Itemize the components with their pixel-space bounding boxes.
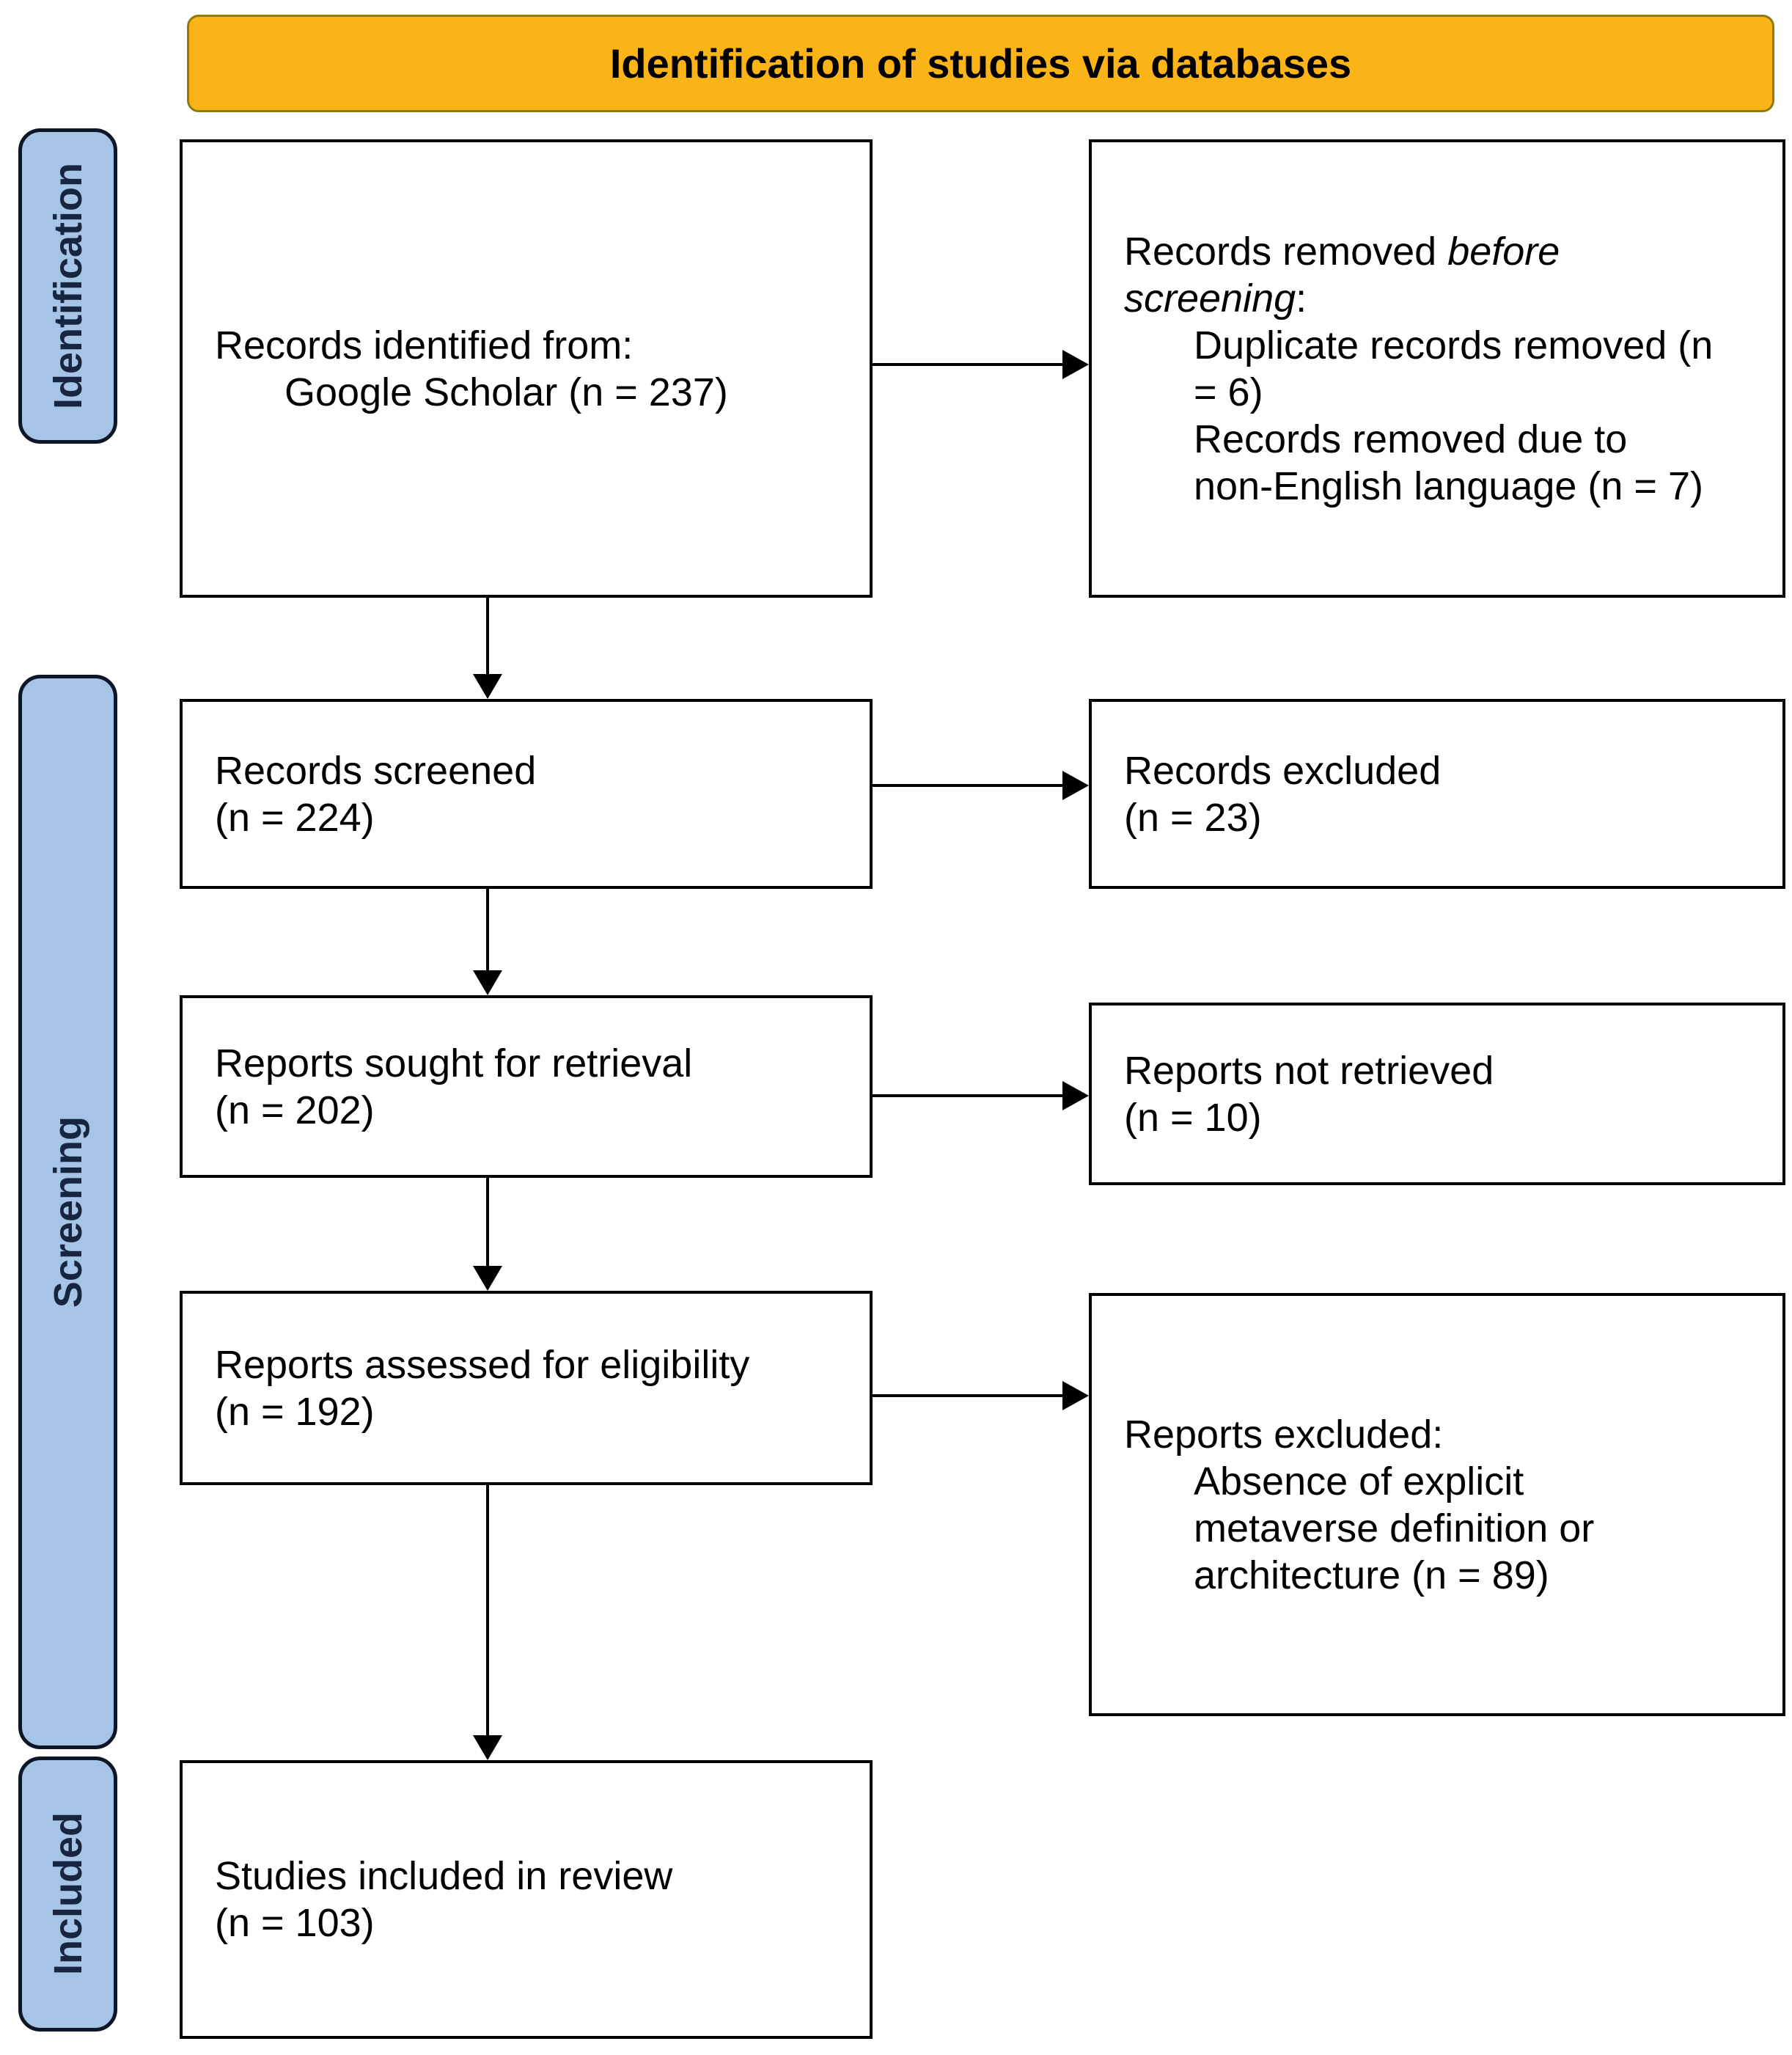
stage-label-screening: Screening: [18, 675, 117, 1749]
node-text-line: Reports not retrieved: [1124, 1048, 1494, 1093]
node-text-line: (n = 224): [215, 795, 375, 840]
arrow-identified-to-removed: [873, 363, 1062, 366]
node-text-line: Records removed before screening:: [1124, 228, 1637, 322]
node-text-part: :: [1296, 276, 1307, 320]
node-text-item: Records removed due to non-English langu…: [1194, 417, 1703, 508]
stage-label-text: Screening: [45, 1116, 90, 1308]
node-text-line: Records excluded: [1124, 748, 1442, 793]
arrowhead-down-icon: [473, 1735, 502, 1760]
arrow-sought-to-assessed: [486, 1178, 489, 1266]
arrowhead-right-icon: [1062, 771, 1089, 800]
stage-label-included: Included: [18, 1757, 117, 2032]
node-text-line: (n = 202): [215, 1088, 375, 1132]
node-records-excluded: Records excluded (n = 23): [1089, 699, 1785, 889]
stage-label-text: Included: [45, 1812, 90, 1976]
node-text-item: Duplicate records removed (n = 6): [1194, 323, 1714, 414]
node-reports-sought-for-retrieval: Reports sought for retrieval (n = 202): [180, 995, 873, 1178]
node-text-line: Reports assessed for eligibility: [215, 1342, 750, 1387]
node-text-line: Records screened: [215, 748, 537, 793]
node-reports-assessed-for-eligibility: Reports assessed for eligibility (n = 19…: [180, 1291, 873, 1485]
arrowhead-down-icon: [473, 674, 502, 699]
arrowhead-right-icon: [1062, 1381, 1089, 1410]
banner-identification-of-studies: Identification of studies via databases: [187, 15, 1774, 112]
arrow-sought-to-not-retrieved: [873, 1094, 1062, 1097]
node-text-item: Absence of explicit metaverse definition…: [1194, 1459, 1595, 1597]
node-text-line: Studies included in review: [215, 1854, 673, 1898]
node-reports-excluded: Reports excluded: Absence of explicit me…: [1089, 1293, 1785, 1716]
arrow-screened-to-excluded: [873, 784, 1062, 787]
arrow-screened-to-sought: [486, 889, 489, 970]
arrow-identified-to-screened: [486, 598, 489, 674]
arrowhead-right-icon: [1062, 350, 1089, 379]
arrowhead-down-icon: [473, 1266, 502, 1291]
stage-label-text: Identification: [45, 163, 90, 409]
node-records-identified: Records identified from: Google Scholar …: [180, 139, 873, 598]
arrow-assessed-to-reports-excluded: [873, 1394, 1062, 1397]
node-records-screened: Records screened (n = 224): [180, 699, 873, 889]
node-studies-included-in-review: Studies included in review (n = 103): [180, 1760, 873, 2039]
node-text-italic: before screening: [1124, 229, 1560, 320]
stage-label-identification: Identification: [18, 128, 117, 444]
node-text-line: (n = 192): [215, 1389, 375, 1434]
node-text-line: (n = 10): [1124, 1095, 1262, 1140]
node-reports-not-retrieved: Reports not retrieved (n = 10): [1089, 1003, 1785, 1185]
banner-title: Identification of studies via databases: [609, 40, 1352, 87]
node-text-line: Reports sought for retrieval: [215, 1041, 693, 1085]
node-records-removed-before-screening: Records removed before screening: Duplic…: [1089, 139, 1785, 598]
arrow-assessed-to-included: [486, 1485, 489, 1735]
node-text-part: Records removed: [1124, 229, 1448, 274]
node-text-line: (n = 23): [1124, 795, 1262, 840]
node-text-line: (n = 103): [215, 1901, 375, 1945]
arrowhead-right-icon: [1062, 1081, 1089, 1110]
node-text-line: Records identified from:: [215, 323, 634, 367]
node-text-line: Google Scholar (n = 237): [284, 370, 728, 414]
node-text-line: Reports excluded:: [1124, 1412, 1444, 1457]
arrowhead-down-icon: [473, 970, 502, 995]
